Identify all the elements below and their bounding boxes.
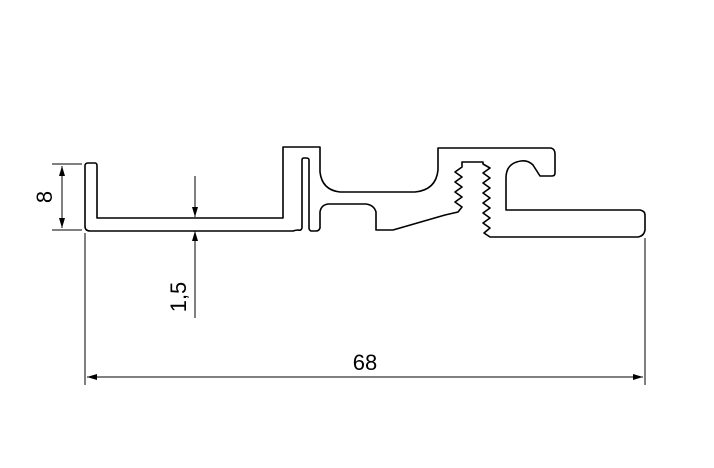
dimension-width-label: 68: [353, 350, 377, 375]
dimension-height: [52, 163, 82, 231]
dimension-width: [84, 233, 646, 385]
aluminium-profile-outline: [84, 146, 646, 238]
dimension-height-label: 8: [32, 191, 57, 203]
dimension-wall-thickness-label: 1,5: [166, 282, 191, 313]
